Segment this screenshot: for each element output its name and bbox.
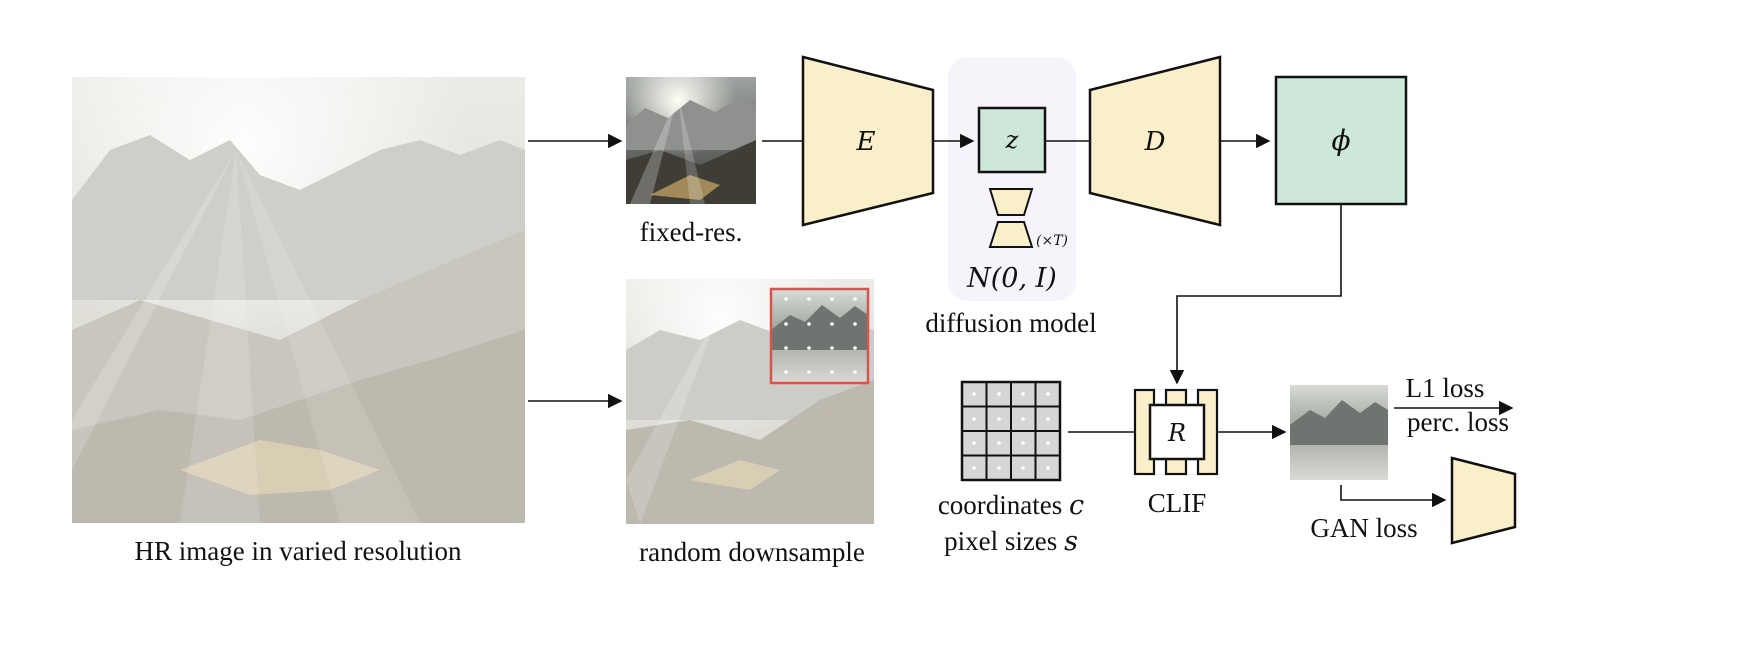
pixel-sizes-caption: pixel sizes s <box>944 526 1078 557</box>
hr-image-caption: HR image in varied resolution <box>135 536 462 566</box>
renderer-symbol: R <box>1167 419 1186 447</box>
fixed-res-image <box>626 77 756 204</box>
clif-caption: CLIF <box>1148 488 1207 518</box>
pixel-sizes-text: pixel sizes <box>944 526 1064 556</box>
perc-loss-label: perc. loss <box>1407 407 1509 437</box>
unet-top-icon <box>988 188 1034 216</box>
phi-symbol: ϕ <box>1331 124 1350 157</box>
decoder-symbol: D <box>1144 127 1166 157</box>
diffusion-caption: diffusion model <box>925 308 1096 338</box>
decoder-block <box>1088 55 1222 227</box>
coordinates-text: coordinates <box>938 490 1069 520</box>
encoder-symbol: E <box>856 127 876 157</box>
steps-label: (×T) <box>1036 233 1068 249</box>
output-patch <box>1290 385 1388 480</box>
noise-label: N(0, I) <box>966 263 1057 294</box>
fixed-res-caption: fixed-res. <box>640 217 743 247</box>
hr-image <box>72 77 525 523</box>
coordinates-var: c <box>1069 490 1084 521</box>
gan-loss-label: GAN loss <box>1310 513 1417 543</box>
downsample-caption: random downsample <box>639 537 865 567</box>
unet-bottom-icon <box>988 221 1034 248</box>
arrow-output-to-discriminator <box>1340 485 1447 508</box>
latent-z-block <box>977 106 1047 174</box>
clif-block <box>1133 388 1219 476</box>
encoder-block <box>801 55 935 227</box>
arrow-phi-to-renderer <box>1169 205 1342 385</box>
crop-patch <box>769 287 870 385</box>
l1-loss-label: L1 loss <box>1406 373 1485 403</box>
discriminator-block <box>1450 456 1517 545</box>
phi-block <box>1274 75 1408 206</box>
latent-symbol: z <box>1005 126 1019 154</box>
coordinate-grid <box>960 380 1062 482</box>
coordinates-caption: coordinates c <box>938 490 1084 521</box>
pixel-sizes-var: s <box>1064 526 1078 557</box>
